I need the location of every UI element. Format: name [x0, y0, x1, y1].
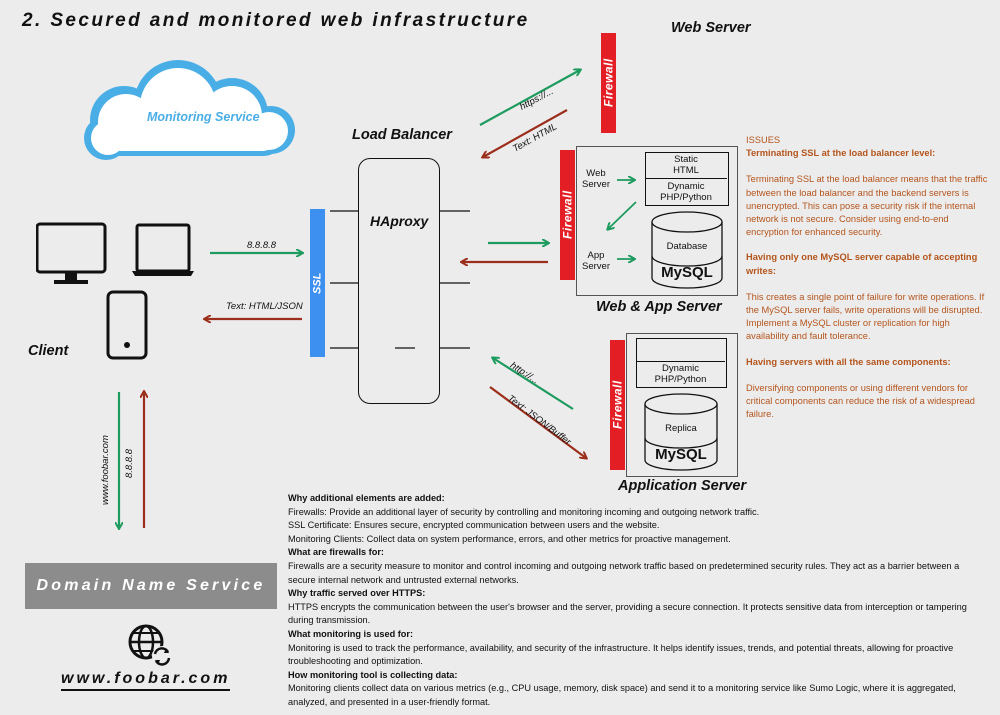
monitor-icon — [36, 222, 107, 284]
app-code-box — [636, 338, 727, 388]
info-text: SSL Certificate: Ensures secure, encrypt… — [288, 520, 660, 531]
info-text: Firewalls: Provide an additional layer o… — [288, 506, 760, 517]
app-code-divider — [636, 361, 725, 362]
issue-body: Diversifying components or using differe… — [746, 382, 975, 420]
info-heading: Why traffic served over HTTPS: — [288, 588, 426, 599]
issue-title: Terminating SSL at the load balancer lev… — [746, 148, 936, 159]
globe-sync-icon — [128, 624, 172, 666]
info-text: Monitoring clients collect data on vario… — [288, 683, 956, 707]
cloud-icon — [84, 60, 295, 160]
arrow-application-to-lb — [493, 358, 574, 410]
database-icon — [651, 211, 723, 289]
arrow-lb-to-webserver — [479, 70, 580, 126]
static-html-label: Static HTML — [673, 154, 699, 176]
info-heading: What monitoring is used for: — [288, 628, 414, 639]
monitoring-service-label: Monitoring Service — [147, 110, 260, 124]
issue-title: Having only one MySQL server capable of … — [746, 252, 978, 276]
info-text: Firewalls are a security measure to moni… — [288, 560, 960, 585]
load-balancer-box — [358, 158, 440, 404]
issues-panel: ISSUES Terminating SSL at the load balan… — [746, 134, 994, 433]
dns-banner: Domain Name Service — [25, 563, 277, 609]
ssl-bar — [310, 209, 325, 357]
app-server-inner-label: App Server — [582, 250, 610, 272]
replica-mysql-label: MySQL — [655, 446, 707, 463]
issues-heading: ISSUES — [746, 135, 781, 145]
haproxy-label: HAproxy — [370, 213, 429, 229]
replica-label: Replica — [665, 423, 697, 434]
load-balancer-ports — [330, 210, 470, 349]
web-server-inner-label: Web Server — [582, 168, 610, 190]
label-www-foobar-vertical: www.foobar.com — [100, 435, 111, 505]
info-text: HTTPS encrypts the communication between… — [288, 601, 967, 626]
client-devices — [36, 222, 194, 360]
web-server-label: Web Server — [671, 20, 751, 36]
phone-icon — [106, 290, 148, 360]
code-box-divider — [645, 178, 727, 179]
info-text: Monitoring Clients: Collect data on syst… — [288, 533, 731, 544]
code-box — [645, 152, 729, 206]
issue-body: Terminating SSL at the load balancer mea… — [746, 174, 988, 238]
arrow-dynamic-to-app — [608, 201, 637, 229]
page-title: 2. Secured and monitored web infrastruct… — [22, 10, 530, 31]
info-text: Monitoring is used to track the performa… — [288, 642, 954, 667]
info-heading: What are firewalls for: — [288, 547, 384, 558]
database-label: Database — [666, 241, 708, 252]
label-ip-vertical: 8.8.8.8 — [124, 448, 135, 478]
label-ip-to-ssl: 8.8.8.8 — [247, 240, 277, 251]
load-balancer-label: Load Balancer — [352, 127, 452, 143]
mysql-label: MySQL — [661, 264, 713, 281]
laptop-icon — [132, 223, 194, 276]
info-heading: How monitoring tool is collecting data: — [288, 669, 458, 680]
foobar-domain: www.foobar.com — [61, 670, 231, 691]
web-app-server-label: Web & App Server — [596, 299, 722, 315]
info-heading: Why additional elements are added: — [288, 493, 445, 503]
info-section: Why additional elements are added: Firew… — [288, 492, 988, 710]
issue-body: This creates a single point of failure f… — [746, 291, 985, 342]
label-text-html-json: Text: HTML/JSON — [226, 301, 303, 312]
dynamic-php-label: Dynamic PHP/Python — [660, 181, 712, 203]
application-server-label: Application Server — [618, 478, 747, 494]
app-dynamic-php-label: Dynamic PHP/Python — [654, 363, 707, 385]
issue-title: Having servers with all the same compone… — [746, 356, 951, 367]
replica-database-icon — [644, 393, 718, 471]
arrow-webserver-to-lb — [483, 109, 568, 157]
client-label: Client — [28, 343, 69, 359]
arrow-lb-to-application — [489, 386, 586, 458]
